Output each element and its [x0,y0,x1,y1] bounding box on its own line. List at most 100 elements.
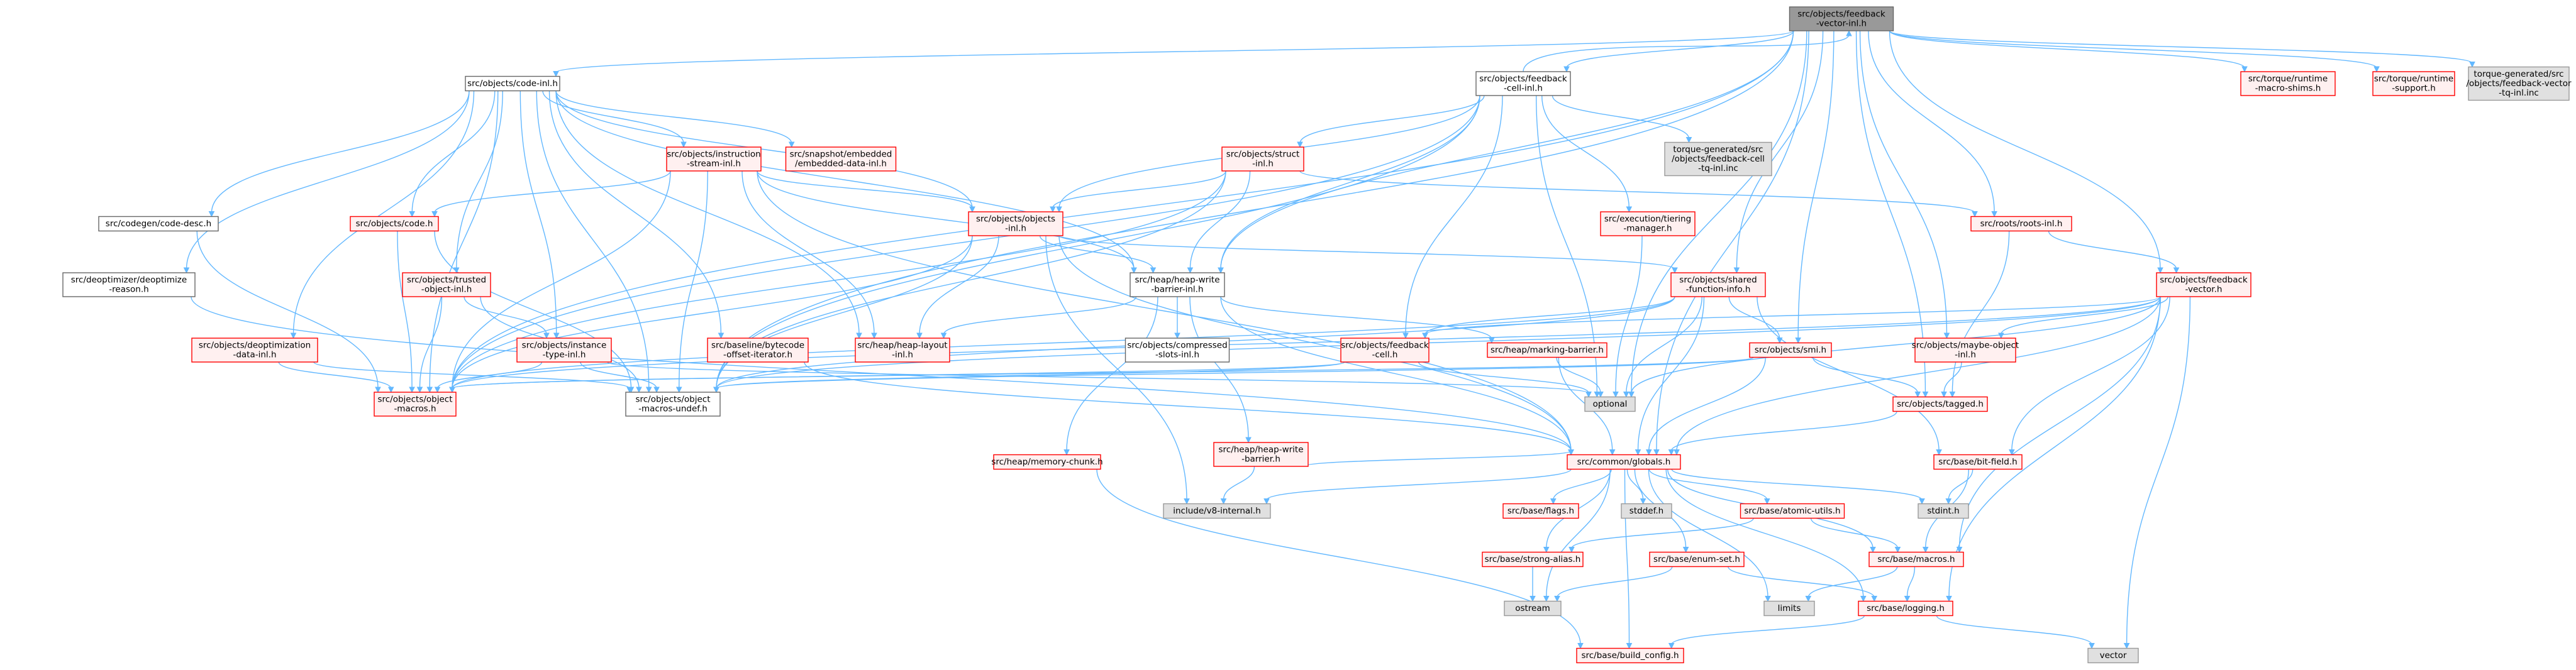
dependency-edge-sfi-to-fch [1422,296,1675,339]
node-rtms[interactable]: src/torque/runtime-macro-shims.h [2240,71,2336,96]
node-label-line: src/torque/runtime [2374,74,2453,84]
dependency-edge-objinl-to-omacu [713,235,973,393]
node-label-line: -function-info.h [1686,285,1751,295]
dependency-edge-hwb-to-globals [1304,449,1574,467]
node-snap[interactable]: src/snapshot/embedded/embedded-data-inl.… [785,146,897,172]
node-itinl[interactable]: src/objects/instance-type-inl.h [516,338,612,363]
node-atomic[interactable]: src/base/atomic-utils.h [1740,503,1845,519]
node-isinl[interactable]: src/objects/instruction-stream-inl.h [666,146,762,172]
node-label-line: src/heap/memory-chunk.h [991,457,1102,467]
node-tiering[interactable]: src/execution/tiering-manager.h [1600,211,1696,236]
node-box [1487,342,1607,358]
node-enumset[interactable]: src/base/enum-set.h [1649,551,1745,568]
node-label-line: src/base/flags.h [1507,506,1574,516]
dependency-edge-hwbinl-to-csinl [1174,297,1180,339]
node-box [402,272,491,297]
dependency-edge-fvh-to-optional [1628,296,2161,398]
node-label-line: src/base/strong-alias.h [1485,554,1581,564]
node-box [2087,647,2139,664]
node-flags[interactable]: src/base/flags.h [1502,503,1579,519]
node-omacu[interactable]: src/objects/object-macros-undef.h [625,392,721,417]
node-label-line: src/base/macros.h [1877,554,1955,564]
dependency-edge-tagged-to-globals [1668,411,1897,456]
node-hwbinl[interactable]: src/heap/heap-write-barrier-inl.h [1130,272,1225,297]
node-label-line: stddef.h [1629,506,1663,516]
node-bitfield[interactable]: src/base/bit-field.h [1933,454,2023,470]
dependency-edge-globals-to-logging [1665,469,1867,602]
node-tagged[interactable]: src/objects/tagged.h [1892,396,1988,412]
dependency-edge-fcinl-to-structinl [1297,95,1485,148]
node-macros[interactable]: src/base/macros.h [1868,551,1964,568]
node-box [2240,71,2336,96]
node-box [1475,71,1571,96]
node-label-line: src/objects/feedback [1479,74,1567,84]
node-fcinl[interactable]: src/objects/feedback-cell-inl.h [1475,71,1571,96]
node-csinl[interactable]: src/objects/compressed-slots-inl.h [1124,338,1230,363]
dependency-edge-isinl-to-omacu [675,170,708,393]
dependency-edge-fcinl-to-fvi [1523,30,1852,72]
dependency-edge-smi-to-globals [1645,357,1766,456]
node-box [1504,600,1562,617]
node-box [2468,66,2570,101]
node-codeh[interactable]: src/objects/code.h [350,216,439,232]
node-label-line: src/base/bit-field.h [1938,457,2017,467]
node-label-line: -type-inl.h [543,350,586,360]
node-codeinl[interactable]: src/objects/code-inl.h [465,75,560,92]
node-rts[interactable]: src/torque/runtime-support.h [2372,71,2455,96]
node-label-line: -vector.h [2185,285,2223,295]
node-mbar[interactable]: src/heap/marking-barrier.h [1487,342,1607,358]
dependency-edge-logging-to-bconfig [1668,615,1865,649]
node-sfi[interactable]: src/objects/shared-function-info.h [1670,272,1766,297]
node-label-line: src/objects/feedback [2160,275,2248,285]
node-label-line: src/deoptimizer/deoptimize [71,275,187,285]
node-mboinl[interactable]: src/objects/maybe-object-inl.h [1912,338,2019,363]
node-hlinl[interactable]: src/heap/heap-layout-inl.h [855,338,950,363]
node-limits: limits [1763,600,1815,617]
node-cdesc[interactable]: src/codegen/code-desc.h [98,216,219,232]
node-rootsinl[interactable]: src/roots/roots-inl.h [1970,216,2072,232]
node-label-line: -slots-inl.h [1155,350,1199,360]
node-box [1970,216,2072,232]
dependency-edge-globals-to-bconfig [1624,469,1633,649]
node-fvi[interactable]: src/objects/feedback-vector-inl.h [1789,6,1894,31]
node-mchunk[interactable]: src/heap/memory-chunk.h [991,454,1103,470]
dependency-edge-macros-to-limits [1805,566,1898,602]
node-globals[interactable]: src/common/globals.h [1567,454,1681,470]
node-box [1163,503,1271,519]
dependency-edge-fvi-to-tgfv [1889,30,2475,68]
node-box [1918,503,1969,519]
dependency-edge-hwb-to-v8int [1220,466,1255,505]
node-omac[interactable]: src/objects/object-macros.h [374,392,457,417]
node-optional: optional [1584,396,1636,412]
node-box [1649,551,1745,568]
node-box [98,216,219,232]
node-label-line: torque-generated/src [2473,69,2563,79]
node-box [625,392,721,417]
node-deopt[interactable]: src/deoptimizer/deoptimize-reason.h [62,272,196,297]
dependency-edge-codeinl-to-omacu [536,91,652,393]
dependency-edge-itinl-to-omac [434,361,543,393]
node-salias[interactable]: src/base/strong-alias.h [1482,551,1584,568]
node-objinl[interactable]: src/objects/objects-inl.h [968,211,1063,236]
dependency-edge-globals-to-atomic [1648,469,1770,505]
node-odinl[interactable]: src/objects/deoptimization-data-inl.h [191,338,318,363]
dependency-edge-tiering-to-optional [1613,235,1643,398]
node-hwb[interactable]: src/heap/heap-write-barrier.h [1213,442,1309,467]
node-logging[interactable]: src/base/logging.h [1858,600,1953,617]
node-bboi[interactable]: src/baseline/bytecode-offset-iterator.h [707,338,809,363]
node-toinl[interactable]: src/objects/trusted-object-inl.h [402,272,491,297]
node-fvh[interactable]: src/objects/feedback-vector.h [2156,272,2251,297]
node-box [1740,503,1845,519]
node-box [1664,141,1772,177]
node-structinl[interactable]: src/objects/struct-inl.h [1221,146,1304,172]
node-label-line: src/objects/struct [1226,150,1300,160]
dependency-edge-structinl-to-hwbinl [1187,170,1251,274]
node-stddef: stddef.h [1621,503,1672,519]
node-label-line: src/objects/maybe-object [1912,341,2019,351]
node-box [2372,71,2455,96]
node-bconfig[interactable]: src/base/build_config.h [1576,647,1684,664]
node-fch[interactable]: src/objects/feedback-cell.h [1340,338,1430,363]
node-smi[interactable]: src/objects/smi.h [1749,342,1832,358]
node-box [1124,338,1230,363]
